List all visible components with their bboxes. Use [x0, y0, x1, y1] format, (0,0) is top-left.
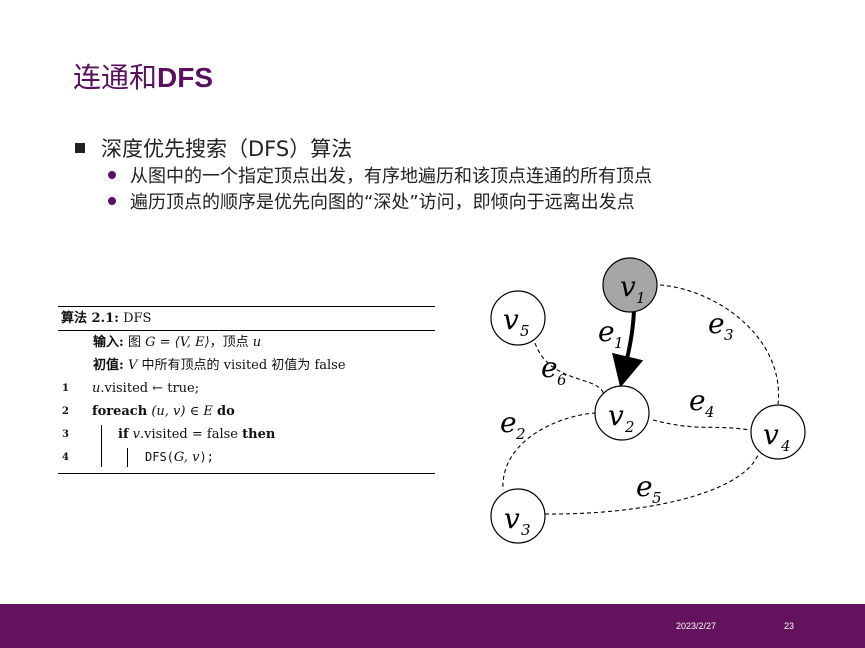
footer-bar: 2023/2/27 23 — [0, 604, 865, 648]
dfs-graph: v 1 v 5 v 2 v 4 v 3 e 1 e 3 e 6 e 4 e 2 — [490, 257, 806, 544]
svg-text:v: v — [763, 418, 779, 451]
caption-name: DFS — [123, 311, 152, 326]
init-var: V — [127, 358, 138, 373]
node-v2: v 2 — [594, 385, 650, 441]
label-e1: e 1 — [598, 315, 624, 352]
line-expr: (u, v) ∈ E — [151, 404, 213, 419]
input-label: 输入: — [93, 335, 124, 350]
svg-text:v: v — [503, 303, 519, 336]
edge-e1 — [612, 309, 644, 388]
sub-bullet-text: 遍历顶点的顺序是优先向图的“深处”访问，即倾向于远离出发点 — [130, 192, 635, 213]
svg-text:6: 6 — [557, 371, 567, 389]
label-e5: e 5 — [636, 470, 662, 507]
edge-e3 — [659, 284, 780, 405]
label-e6: e 6 — [541, 351, 567, 389]
node-v4: v 4 — [750, 404, 806, 460]
call-tail: ); — [199, 450, 214, 464]
svg-text:3: 3 — [521, 521, 531, 539]
svg-text:4: 4 — [780, 437, 791, 455]
node-v5: v 5 — [490, 290, 546, 346]
call-name: DFS( — [145, 450, 174, 464]
title-en: DFS — [157, 62, 214, 93]
input-text-b: ，顶点 — [209, 335, 253, 350]
svg-text:5: 5 — [520, 322, 530, 340]
line-number: 1 — [62, 383, 69, 394]
main-bullet: 深度优先搜索（DFS）算法 — [75, 133, 352, 163]
square-bullet-icon — [75, 143, 85, 153]
node-v3: v 3 — [490, 488, 546, 544]
svg-text:1: 1 — [614, 334, 624, 352]
svg-text:5: 5 — [652, 489, 662, 507]
main-bullet-text: 深度优先搜索（DFS）算法 — [101, 137, 353, 161]
page-number: 23 — [784, 621, 795, 631]
line-var: v — [132, 427, 141, 442]
rule-bottom — [58, 473, 435, 474]
line-number: 4 — [62, 452, 69, 463]
svg-text:e: e — [500, 406, 517, 439]
sub-bullet: 遍历顶点的顺序是优先向图的“深处”访问，即倾向于远离出发点 — [108, 188, 635, 214]
algorithm-init: 初值: V 中所有顶点的 visited 初值为 false — [58, 354, 435, 377]
input-text: 图 — [127, 335, 146, 350]
sub-bullet: 从图中的一个指定顶点出发，有序地遍历和该顶点连通的所有顶点 — [108, 162, 652, 188]
line-number: 3 — [62, 429, 69, 440]
algo-line-4: 4 DFS(G, v); — [58, 446, 435, 469]
input-var: u — [252, 335, 262, 350]
label-e3: e 3 — [708, 307, 734, 344]
svg-text:v: v — [620, 270, 636, 303]
svg-text:v: v — [608, 399, 624, 432]
node-v1: v 1 — [602, 257, 658, 313]
edge-e5 — [544, 454, 759, 515]
line-var: u — [92, 381, 101, 396]
caption-label: 算法 2.1: — [61, 311, 119, 326]
svg-text:e: e — [689, 384, 706, 417]
label-e4: e 4 — [689, 384, 715, 421]
label-e2: e 2 — [500, 406, 526, 443]
svg-text:2: 2 — [624, 418, 635, 436]
svg-text:v: v — [504, 502, 520, 535]
init-label: 初值: — [93, 358, 124, 373]
algo-line-3: 3 if v.visited = false then — [58, 423, 435, 467]
algorithm-box: 算法 2.1: DFS 输入: 图 G = ⟨V, E⟩，顶点 u 初值: V … — [58, 306, 435, 474]
keyword-do: do — [216, 404, 235, 419]
algorithm-caption: 算法 2.1: DFS — [58, 307, 435, 330]
edge-e4 — [652, 419, 751, 431]
init-text: 中所有顶点的 visited 初值为 false — [137, 358, 346, 373]
input-math: G = ⟨V, E⟩ — [145, 335, 210, 350]
edge-e2 — [502, 412, 597, 491]
svg-text:e: e — [636, 470, 653, 503]
line-text: .visited = false — [140, 427, 238, 442]
slide-title: 连通和DFS — [73, 56, 213, 96]
sub-bullet-text: 从图中的一个指定顶点出发，有序地遍历和该顶点连通的所有顶点 — [130, 166, 652, 187]
dot-bullet-icon — [108, 197, 116, 205]
svg-text:2: 2 — [515, 425, 526, 443]
indent-bar — [101, 425, 102, 467]
algo-line-1: 1 u.visited ← true; — [58, 377, 435, 400]
keyword-foreach: foreach — [92, 404, 148, 419]
svg-text:e: e — [598, 315, 615, 348]
keyword-if: if — [118, 427, 129, 442]
svg-text:e: e — [541, 351, 558, 384]
call-args: G, v — [173, 450, 200, 465]
rule-top — [58, 306, 435, 307]
svg-text:1: 1 — [636, 289, 646, 307]
dot-bullet-icon — [108, 171, 116, 179]
line-number: 2 — [62, 406, 69, 417]
svg-text:e: e — [708, 307, 725, 340]
keyword-then: then — [242, 427, 276, 442]
algorithm-input: 输入: 图 G = ⟨V, E⟩，顶点 u — [58, 331, 435, 354]
rule-mid — [58, 330, 435, 331]
edge-e6 — [534, 342, 605, 396]
svg-text:4: 4 — [704, 403, 715, 421]
svg-text:3: 3 — [724, 326, 734, 344]
footer-date: 2023/2/27 — [676, 621, 717, 631]
line-text: .visited ← true; — [100, 381, 200, 396]
title-cn: 连通和 — [73, 61, 158, 94]
algo-line-2: 2 foreach (u, v) ∈ E do — [58, 400, 435, 423]
indent-bar — [127, 448, 128, 467]
